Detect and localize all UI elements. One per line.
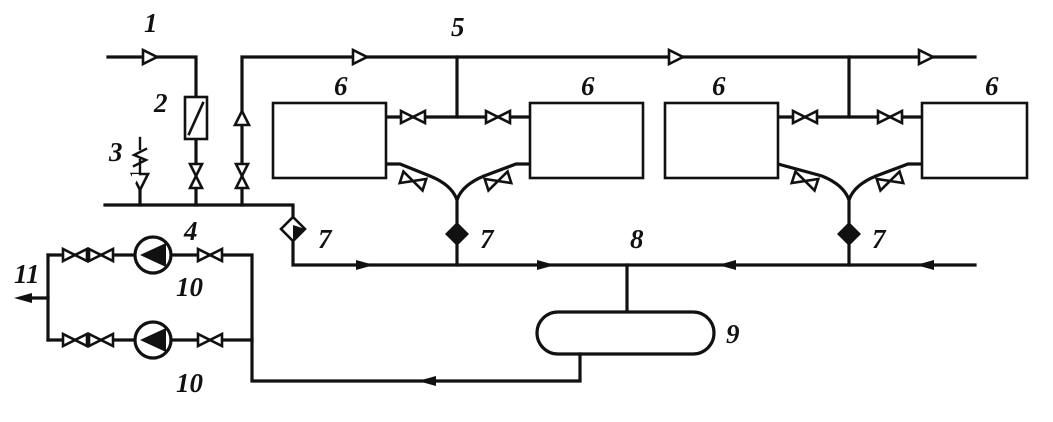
header-line [103, 203, 295, 219]
valve [399, 109, 427, 125]
valve-riser [234, 162, 250, 190]
riser-to-main [240, 55, 977, 207]
steam-trap-7 [837, 222, 861, 246]
flow-direction-marker [917, 48, 935, 66]
condensate-tank-9 [535, 310, 716, 356]
heat-exchanger-6 [528, 101, 645, 180]
flow-direction-marker [141, 48, 159, 66]
flow-arrow [718, 260, 736, 270]
label-5: 5 [451, 12, 465, 42]
outlet-line-11 [28, 253, 50, 342]
valve [61, 332, 89, 348]
condensate-line-8 [291, 239, 977, 314]
label-7: 7 [872, 224, 887, 254]
heat-exchanger-6 [663, 101, 780, 180]
flow-direction-marker [233, 109, 251, 127]
valve [484, 109, 512, 125]
flow-direction-marker [351, 48, 369, 66]
heat-exchanger-6 [271, 101, 388, 180]
valve [876, 109, 904, 125]
flow-arrow [537, 260, 555, 270]
return-line [219, 253, 582, 383]
steam-trap-7 [445, 222, 469, 246]
valve [87, 247, 115, 263]
valve-filter-bypass [188, 162, 204, 190]
safety-valve-3 [129, 136, 151, 207]
label-10: 10 [176, 368, 204, 398]
flow-direction-marker [667, 48, 685, 66]
pump-10 [133, 235, 173, 275]
label-6: 6 [581, 71, 595, 101]
pump-10 [133, 320, 173, 360]
flow-arrow [418, 376, 436, 386]
label-8: 8 [630, 224, 644, 254]
label-11: 11 [14, 259, 40, 289]
label-3: 3 [108, 137, 123, 167]
label-4: 4 [183, 216, 198, 246]
label-9: 9 [726, 319, 740, 349]
label-7: 7 [480, 224, 495, 254]
flow-arrow [356, 260, 374, 270]
flow-arrow [916, 260, 934, 270]
valve [61, 247, 89, 263]
label-1: 1 [144, 8, 158, 38]
label-6: 6 [334, 71, 348, 101]
label-7: 7 [318, 224, 333, 254]
label-2: 2 [153, 88, 168, 118]
valve [87, 332, 115, 348]
label-10: 10 [176, 272, 204, 302]
outlet-arrow [14, 293, 32, 303]
steam-trap-7 [279, 215, 307, 243]
filter-2 [183, 95, 209, 141]
valve [791, 109, 819, 125]
valve [196, 332, 224, 348]
heat-exchanger-6 [920, 101, 1029, 180]
label-6: 6 [712, 71, 726, 101]
label-6: 6 [985, 71, 999, 101]
valve [196, 247, 224, 263]
supply-line-1 [106, 55, 198, 207]
